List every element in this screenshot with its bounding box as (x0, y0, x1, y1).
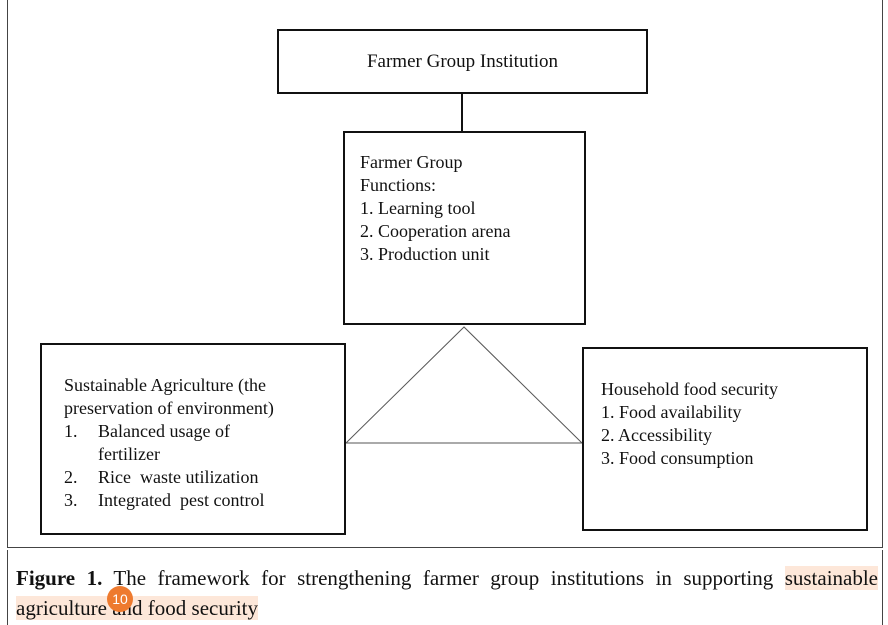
caption-text: The framework for strengthening farmer g… (102, 566, 785, 590)
sustainable-agriculture-box: Sustainable Agriculture (the preservatio… (40, 343, 346, 535)
left-box-item: 1. Balanced usage of (64, 420, 344, 443)
left-box-title-line1: Sustainable Agriculture (the (64, 375, 266, 395)
center-box-item: 2. Cooperation arena (360, 221, 511, 241)
left-box-item: 3. Integrated pest control (64, 489, 344, 512)
figure-frame (7, 0, 883, 548)
triangle-connector (344, 326, 584, 444)
left-box-item-text: Balanced usage of (98, 421, 230, 441)
caption-label: Figure 1. (16, 566, 103, 590)
left-box-item-text: Rice waste utilization (98, 467, 259, 487)
right-box-title: Household food security (601, 379, 778, 399)
center-box-item: 1. Learning tool (360, 198, 476, 218)
household-food-security-box: Household food security 1. Food availabi… (582, 347, 868, 531)
left-box-title-line2: preservation of environment) (64, 398, 274, 418)
center-box-item: 3. Production unit (360, 244, 490, 264)
left-box-item-number: 1. (64, 421, 78, 441)
left-box-item-number: 2. (64, 467, 78, 487)
right-box-item: 2. Accessibility (601, 425, 712, 445)
figure-caption: Figure 1. The framework for strengthenin… (16, 563, 878, 623)
left-box-item-text: Integrated pest control (98, 490, 265, 510)
right-box-item: 3. Food consumption (601, 448, 754, 468)
center-box-title-line1: Farmer Group (360, 152, 463, 172)
left-box-item-continuation: fertilizer (98, 444, 160, 464)
left-box-item: 2. Rice waste utilization (64, 466, 344, 489)
farmer-group-institution-box: Farmer Group Institution (277, 29, 648, 94)
right-box-item: 1. Food availability (601, 402, 742, 422)
left-box-item-number: 3. (64, 490, 78, 510)
annotation-badge[interactable]: 10 (107, 586, 133, 612)
caption-frame (7, 550, 883, 625)
center-box-title-line2: Functions: (360, 175, 437, 195)
farmer-group-functions-box: Farmer Group Functions: 1. Learning tool… (343, 131, 586, 325)
top-box-title: Farmer Group Institution (366, 50, 559, 72)
